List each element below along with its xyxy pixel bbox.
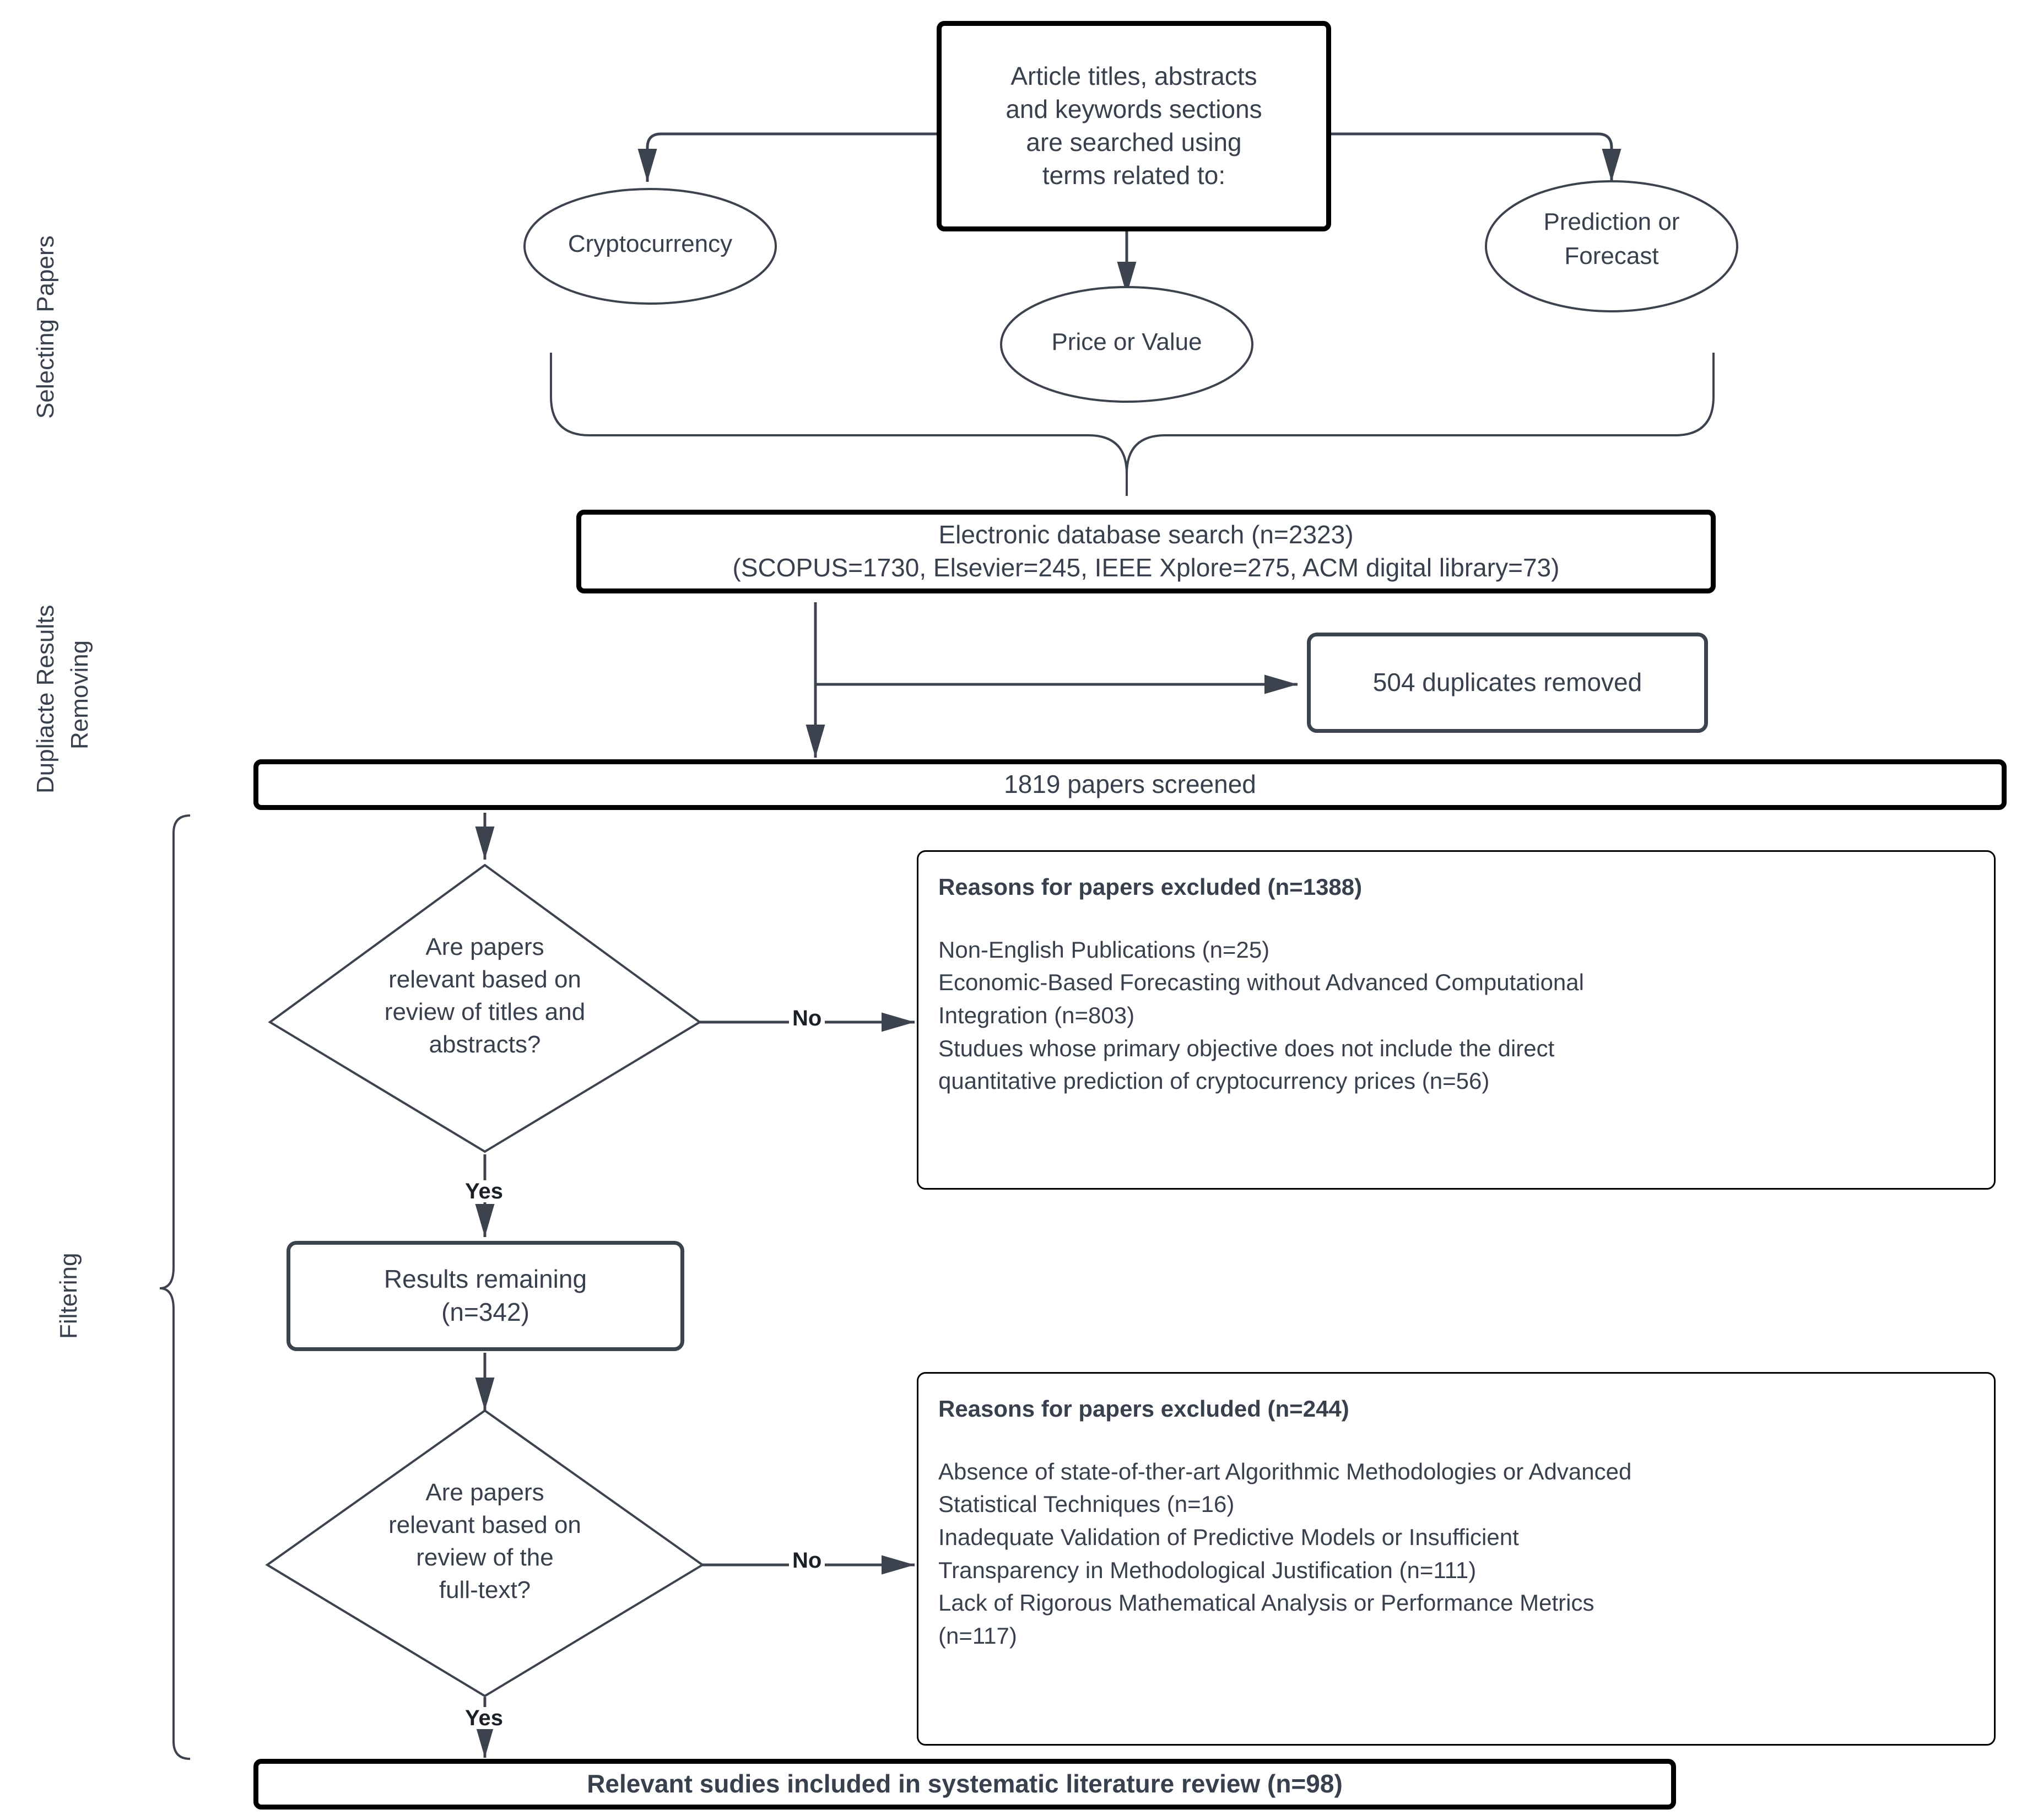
side-label-removing-duplicates-line2: Dupliacte Results xyxy=(32,604,59,793)
ellipse-label-prediction-line2: Forecast xyxy=(1564,242,1659,269)
exclusion-two-line-1: Absence of state-of-ther-art Algorithmic… xyxy=(938,1458,1632,1484)
decision-two-line-1: Are papers xyxy=(425,1479,544,1506)
database-box-line-1: Electronic database search (n=2323) xyxy=(938,520,1354,549)
database-box-line-2: (SCOPUS=1730, Elsevier=245, IEEE Xplore=… xyxy=(732,553,1560,582)
edge-merge-left xyxy=(550,353,1128,496)
ellipse-label-price-or-value: Price or Value xyxy=(1051,328,1202,355)
exclusion-two-line-4: Transparency in Methodological Justifica… xyxy=(938,1557,1477,1583)
search-box-line-4: terms related to: xyxy=(1042,160,1226,190)
exclusion-two-line-6: (n=117) xyxy=(938,1622,1017,1649)
exclusion-reasons-box-two: Reasons for papers excluded (n=244) Abse… xyxy=(917,1372,1996,1746)
results-remaining-line-2: (n=342) xyxy=(441,1298,529,1326)
included-studies-bar: Relevant sudies included in systematic l… xyxy=(253,1759,1676,1810)
search-box-line-1: Article titles, abstracts xyxy=(1010,62,1257,91)
decision-one-line-4: abstracts? xyxy=(429,1030,541,1058)
exclusion-one-title: Reasons for papers excluded (n=1388) xyxy=(938,874,1363,900)
exclusion-one-line-4: Studues whose primary objective does not… xyxy=(938,1035,1555,1061)
edge-search-to-cryptocurrency xyxy=(637,132,937,182)
exclusion-one-line-5: quantitative prediction of cryptocurrenc… xyxy=(938,1068,1490,1094)
search-box-line-2: and keywords sections xyxy=(1006,95,1262,124)
exclusion-two-title: Reasons for papers excluded (n=244) xyxy=(938,1396,1349,1422)
exclusion-two-line-3: Inadequate Validation of Predictive Mode… xyxy=(938,1524,1519,1550)
decision-one-line-2: relevant based on xyxy=(388,965,581,993)
side-label-removing-duplicates-line1: Removing xyxy=(66,640,93,749)
database-search-box: Electronic database search (n=2323) (SCO… xyxy=(576,510,1716,593)
results-remaining-line-1: Results remaining xyxy=(383,1265,587,1294)
exclusion-two-line-5: Lack of Rigorous Mathematical Analysis o… xyxy=(938,1590,1594,1616)
exclusion-one-line-3: Integration (n=803) xyxy=(938,1002,1135,1028)
side-label-filtering: Filtering xyxy=(55,1252,82,1340)
papers-screened-bar: 1819 papers screened xyxy=(253,759,2007,810)
decision-one-line-3: review of titles and xyxy=(384,998,586,1025)
ellipse-label-cryptocurrency: Cryptocurrency xyxy=(567,230,733,257)
edge-db-to-duplicates xyxy=(814,602,1298,694)
decision-two-no-label: No xyxy=(789,1549,825,1571)
decision-one-yes-label: Yes xyxy=(462,1180,506,1202)
edge-search-to-prediction xyxy=(1331,132,1621,182)
ellipse-label-prediction-line1: Prediction or xyxy=(1543,208,1680,235)
results-remaining-box: Results remaining (n=342) xyxy=(287,1241,684,1351)
decision-two-yes-label: Yes xyxy=(462,1707,506,1729)
decision-two-line-3: review of the xyxy=(416,1543,554,1571)
search-terms-box: Article titles, abstracts and keywords s… xyxy=(937,21,1331,231)
exclusion-reasons-box-one: Reasons for papers excluded (n=1388) Non… xyxy=(917,850,1996,1190)
exclusion-one-line-2: Economic-Based Forecasting without Advan… xyxy=(938,969,1584,996)
decision-two-line-4: full-text? xyxy=(439,1576,531,1603)
decision-one-line-1: Are papers xyxy=(425,933,544,960)
duplicates-removed-label: 504 duplicates removed xyxy=(1372,668,1642,697)
decision-two-line-2: relevant based on xyxy=(388,1511,581,1538)
decision-two-text: Are papers relevant based on review of t… xyxy=(309,1477,661,1607)
exclusion-two-line-2: Statistical Techniques (n=16) xyxy=(938,1491,1235,1517)
decision-one-no-label: No xyxy=(789,1007,825,1029)
exclusion-one-line-1: Non-English Publications (n=25) xyxy=(938,936,1270,963)
edge-merge-right xyxy=(1126,353,1715,496)
search-box-line-3: are searched using xyxy=(1026,128,1242,156)
filtering-brace xyxy=(159,814,191,1760)
papers-screened-label: 1819 papers screened xyxy=(1004,770,1256,799)
duplicates-removed-box: 504 duplicates removed xyxy=(1307,633,1708,733)
decision-one-text: Are papers relevant based on review of t… xyxy=(309,931,661,1061)
side-label-selecting-papers: Selecting Papers xyxy=(32,235,59,419)
included-studies-label: Relevant sudies included in systematic l… xyxy=(587,1769,1343,1799)
